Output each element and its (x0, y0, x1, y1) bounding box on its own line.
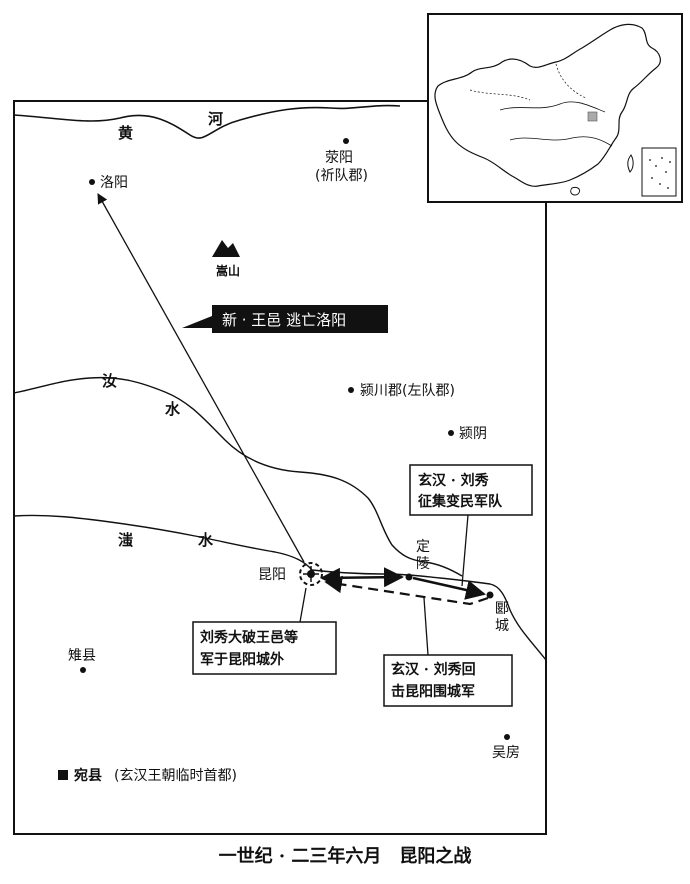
liuxiu-recruit-route (412, 576, 486, 600)
south-sea-islands (649, 157, 671, 189)
inset-border-1 (469, 89, 531, 101)
inset-border-2 (555, 63, 587, 99)
xingyang-marker (343, 138, 349, 144)
luoyang-marker (89, 179, 95, 185)
liuxiu-defeat-line-1: 刘秀大破王邑等 (200, 629, 298, 646)
liuxiu-advance-arrow (320, 567, 404, 588)
yellow-river (13, 104, 401, 139)
inset-locator-map (427, 13, 683, 203)
yingchuan-marker (348, 387, 354, 393)
liuxiu-recruit-line-1: 玄汉 · 刘秀 (418, 472, 490, 489)
inset-river (499, 101, 606, 113)
wufang-label: 吴房 (492, 745, 520, 761)
zhixian-label: 雉县 (68, 648, 96, 664)
ru-river-label-2: 水 (165, 400, 181, 418)
hainan-island (570, 187, 581, 196)
wanxian-note: (玄汉王朝临时首都) (114, 767, 237, 784)
liuxiu-defeat-callout: 刘秀大破王邑等 军于昆阳城外 (192, 587, 337, 675)
inset-river-2 (509, 136, 613, 147)
yancheng-label-1: 郾 (495, 601, 509, 617)
liuxiu-defeat-line-2: 军于昆阳城外 (200, 651, 284, 668)
liuxiu-return-route (324, 575, 489, 606)
songshan-label: 嵩山 (216, 263, 240, 278)
liuxiu-recruit-callout: 玄汉 · 刘秀 征集变民军队 (409, 464, 533, 587)
xingyang-alias-label: (祈队郡) (315, 168, 368, 184)
map-frame (13, 100, 547, 835)
wangyi-escape-callout: 新 · 王邑 逃亡洛阳 (182, 305, 388, 333)
yingyin-label: 颍阴 (459, 426, 487, 442)
wanxian-label: 宛县 (73, 767, 102, 784)
yingchuan-label: 颍川郡(左队郡) (360, 383, 455, 399)
ru-river (13, 376, 463, 577)
dingling-label-2: 陵 (416, 556, 430, 572)
mountain-icon (212, 240, 240, 257)
liuxiu-recruit-line-2: 征集变民军队 (418, 493, 503, 510)
wangyi-escape-text: 新 · 王邑 逃亡洛阳 (222, 311, 346, 329)
zhi-river-label-1: 滍 (118, 531, 133, 549)
wangyi-escape-arrow (97, 193, 305, 563)
liuxiu-return-line-2: 击昆阳围城军 (391, 683, 475, 700)
zhixian-marker (80, 667, 86, 673)
dingling-label-1: 定 (416, 539, 430, 555)
zhi-river-label-2: 水 (198, 531, 214, 549)
xingyang-label: 荥阳 (325, 150, 353, 166)
yellow-river-label-2: 河 (208, 110, 223, 128)
luoyang-label: 洛阳 (100, 175, 128, 191)
wanxian-capital-marker (58, 770, 68, 780)
wufang-marker (504, 734, 510, 740)
yancheng-marker (486, 591, 494, 599)
taiwan-island (627, 154, 634, 173)
map-caption: 一世纪 · 二三年六月 昆阳之战 (219, 845, 472, 867)
kunyang-label: 昆阳 (258, 567, 286, 583)
yancheng-label-2: 城 (495, 618, 509, 634)
liuxiu-return-line-1: 玄汉 · 刘秀回 (391, 661, 476, 678)
yellow-river-label-1: 黄 (118, 124, 133, 142)
inset-highlight-region (587, 111, 598, 122)
dingling-marker (405, 573, 413, 581)
yingyin-marker (448, 430, 454, 436)
south-sea-inset (641, 147, 677, 197)
china-outline (434, 23, 661, 187)
ru-river-label-1: 汝 (102, 372, 117, 390)
kunyang-battle-icon (299, 562, 323, 586)
liuxiu-return-callout: 玄汉 · 刘秀回 击昆阳围城军 (383, 597, 513, 707)
